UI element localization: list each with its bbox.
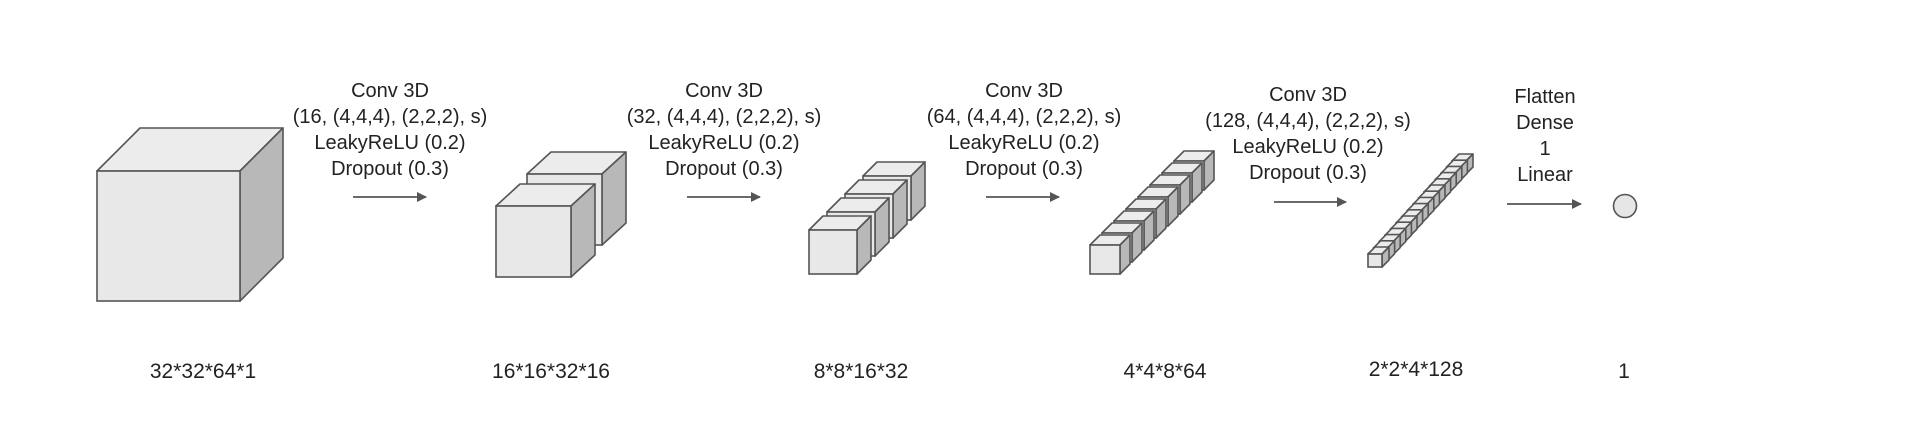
tensor-4-stack <box>1367 153 1474 268</box>
op-1-line-4: Dropout (0.3) <box>331 158 449 180</box>
op-label-conv3d-3: Conv 3D (64, (4,4,4), (2,2,2), s) LeakyR… <box>927 78 1122 182</box>
op-label-conv3d-1: Conv 3D (16, (4,4,4), (2,2,2), s) LeakyR… <box>293 78 488 182</box>
tensor-3-block-1-front-face <box>1089 244 1121 275</box>
shape-label-layer-4: 2*2*4*128 <box>1368 358 1464 381</box>
op-1-line-1: Conv 3D <box>351 80 429 102</box>
op-5-line-1: Flatten <box>1514 86 1576 108</box>
shape-label-layer-2: 8*8*16*32 <box>813 360 909 383</box>
op-2-line-2: (32, (4,4,4), (2,2,2), s) <box>626 106 822 128</box>
tensor-3-stack <box>1089 150 1215 275</box>
tensor-2-block-1-front-face <box>808 229 858 275</box>
tensor-input-cube <box>96 127 284 302</box>
op-3-line-4: Dropout (0.3) <box>965 158 1083 180</box>
op-5-line-2: Dense <box>1516 112 1574 134</box>
shape-label-output: 1 <box>1618 360 1630 383</box>
op-5-line-4: Linear <box>1517 164 1573 186</box>
operation-arrows <box>353 192 1582 209</box>
tensor-2-stack <box>808 161 926 275</box>
op-4-line-3: LeakyReLU (0.2) <box>1232 136 1384 158</box>
op-3-line-3: LeakyReLU (0.2) <box>948 132 1100 154</box>
op-5-line-3: 1 <box>1539 138 1551 160</box>
shape-label-input: 32*32*64*1 <box>149 360 257 383</box>
op-2-line-1: Conv 3D <box>685 80 763 102</box>
shape-label-layer-1: 16*16*32*16 <box>492 360 610 383</box>
op-2-line-3: LeakyReLU (0.2) <box>648 132 800 154</box>
tensor-4-block-1 <box>1367 246 1390 268</box>
tensor-1-block-front <box>495 183 596 278</box>
tensor-2-block-1 <box>808 215 872 275</box>
op-1-line-3: LeakyReLU (0.2) <box>314 132 466 154</box>
tensor-1-block-front-front-face <box>495 205 572 278</box>
op-4-line-2: (128, (4,4,4), (2,2,2), s) <box>1205 110 1411 132</box>
tensor-1-stack <box>495 151 627 278</box>
op-label-conv3d-2: Conv 3D (32, (4,4,4), (2,2,2), s) LeakyR… <box>627 78 822 182</box>
op-4-line-4: Dropout (0.3) <box>1249 162 1367 184</box>
op-4-line-1: Conv 3D <box>1269 84 1347 106</box>
op-3-line-2: (64, (4,4,4), (2,2,2), s) <box>926 106 1122 128</box>
op-label-conv3d-4: Conv 3D (128, (4,4,4), (2,2,2), s) Leaky… <box>1205 82 1411 186</box>
tensor-4-block-1-front-face <box>1367 253 1383 268</box>
tensor-shapes <box>96 127 1638 302</box>
shape-label-layer-3: 4*4*8*64 <box>1123 360 1207 383</box>
tensor-3-block-1 <box>1089 234 1131 275</box>
op-1-line-2: (16, (4,4,4), (2,2,2), s) <box>292 106 488 128</box>
op-3-line-1: Conv 3D <box>985 80 1063 102</box>
tensor-input-cube-front-face <box>96 170 241 302</box>
op-2-line-4: Dropout (0.3) <box>665 158 783 180</box>
output-node <box>1612 193 1638 219</box>
op-label-dense: Flatten Dense 1 Linear <box>1514 84 1575 188</box>
